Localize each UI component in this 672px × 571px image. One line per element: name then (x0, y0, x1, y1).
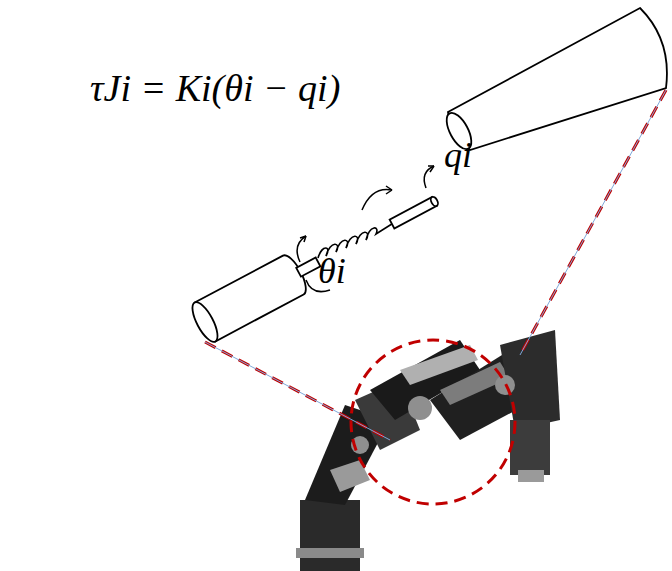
link-angle-label: qi (444, 136, 472, 176)
link-body (442, 8, 667, 153)
motor-angle-label: θi (318, 252, 346, 292)
rotation-arrows (297, 166, 434, 292)
robot-arm (296, 330, 560, 571)
link-shaft (390, 196, 440, 229)
joint-torque-equation: τJi = Ki(θi − qi) (90, 68, 340, 110)
motor-cylinder (188, 242, 329, 345)
